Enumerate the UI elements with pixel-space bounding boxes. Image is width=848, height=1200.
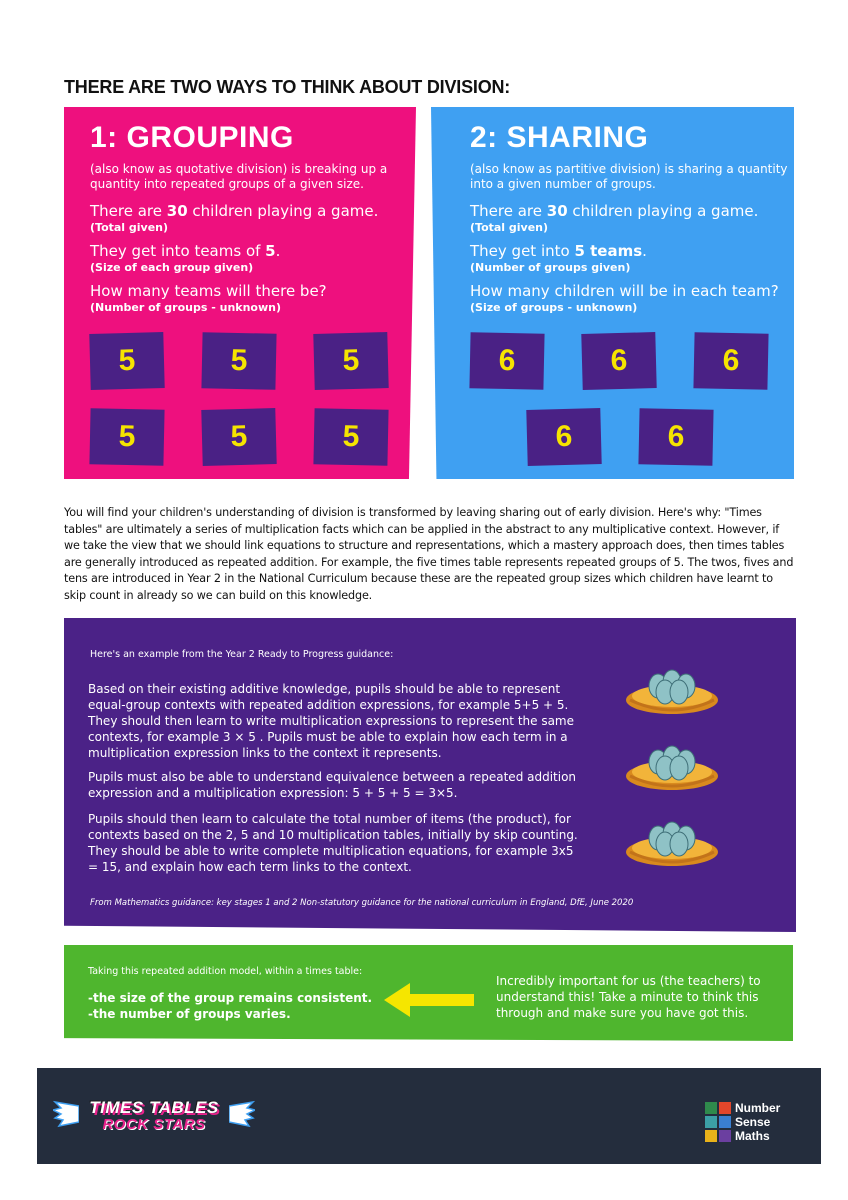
tt-logo-line-1: TIMES TABLES [89, 1098, 219, 1117]
guidance-paragraph-2: Pupils must also be able to understand e… [88, 770, 577, 800]
times-tables-rock-stars-logo: TIMES TABLES ROCK STARS [53, 1092, 255, 1142]
nsm-logo-line-2: Sense [735, 1115, 771, 1129]
guidance-intro: Here's an example from the Year 2 Ready … [90, 649, 394, 660]
logo-square-icon [719, 1130, 731, 1142]
guidance-paragraph-1: Based on their existing additive knowled… [88, 682, 575, 760]
explanation-paragraph: You will find your children's understand… [64, 506, 794, 602]
grouping-tile: 5 [201, 408, 277, 466]
grouping-sub-total: (Total given) [90, 221, 169, 234]
grouping-tile: 5 [201, 332, 277, 390]
sharing-tile: 6 [638, 408, 714, 466]
sharing-sub-unknown: (Size of groups - unknown) [470, 301, 638, 314]
tt-logo-line-2: ROCK STARS [102, 1116, 206, 1133]
sharing-sub-total: (Total given) [470, 221, 549, 234]
sharing-line-total: There are 30 children playing a game. [470, 202, 759, 220]
model-bullet-groups: -the number of groups varies. [88, 1007, 291, 1021]
grouping-line-question: How many teams will there be? [90, 282, 327, 300]
grouping-tile: 5 [89, 332, 165, 390]
egg-nest-icon [626, 821, 718, 866]
guidance-box: Here's an example from the Year 2 Ready … [64, 618, 796, 932]
sharing-tile: 6 [693, 332, 769, 390]
grouping-tile: 5 [89, 408, 165, 466]
logo-square-icon [705, 1102, 717, 1114]
grouping-tile: 5 [313, 408, 389, 466]
nsm-logo-line-3: Maths [735, 1129, 770, 1143]
model-bullet-size: -the size of the group remains consisten… [88, 991, 373, 1005]
grouping-title: 1: GROUPING [90, 121, 294, 154]
grouping-line-size: They get into teams of 5. [90, 242, 281, 260]
wing-icon [53, 1100, 79, 1128]
sharing-line-groups: They get into 5 teams. [470, 242, 647, 260]
grouping-sub-size: (Size of each group given) [90, 261, 254, 274]
grouping-panel: 1: GROUPING (also know as quotative divi… [64, 107, 416, 479]
model-note: Incredibly important for us (the teacher… [496, 974, 761, 1020]
arrow-left-icon [384, 983, 474, 1017]
logo-square-icon [719, 1116, 731, 1128]
nsm-logo-line-1: Number [735, 1101, 781, 1115]
model-intro: Taking this repeated addition model, wit… [88, 966, 363, 977]
footer: TIMES TABLES ROCK STARS Number Sense Mat… [37, 1068, 821, 1164]
logo-square-icon [705, 1116, 717, 1128]
egg-nest-icon [626, 745, 718, 790]
grouping-description: (also know as quotative division) is bre… [90, 162, 388, 191]
sharing-tile: 6 [526, 408, 602, 466]
guidance-citation: From Mathematics guidance: key stages 1 … [90, 898, 634, 908]
number-sense-maths-logo: Number Sense Maths [705, 1101, 805, 1145]
logo-square-icon [719, 1102, 731, 1114]
page-heading: THERE ARE TWO WAYS TO THINK ABOUT DIVISI… [64, 77, 511, 97]
model-box: Taking this repeated addition model, wit… [64, 945, 793, 1041]
grouping-tile: 5 [313, 332, 389, 390]
guidance-paragraph-3: Pupils should then learn to calculate th… [88, 812, 578, 874]
wing-icon [229, 1100, 255, 1128]
sharing-tile: 6 [469, 332, 545, 390]
sharing-description: (also know as partitive division) is sha… [470, 162, 788, 191]
grouping-line-total: There are 30 children playing a game. [90, 202, 379, 220]
grouping-sub-unknown: (Number of groups - unknown) [90, 301, 282, 314]
sharing-sub-groups: (Number of groups given) [470, 261, 631, 274]
logo-square-icon [705, 1130, 717, 1142]
sharing-title: 2: SHARING [470, 121, 649, 154]
sharing-line-question: How many children will be in each team? [470, 282, 779, 300]
sharing-tile: 6 [581, 332, 657, 390]
sharing-panel: 2: SHARING (also know as partitive divis… [431, 107, 794, 479]
egg-nest-icon [626, 669, 718, 714]
